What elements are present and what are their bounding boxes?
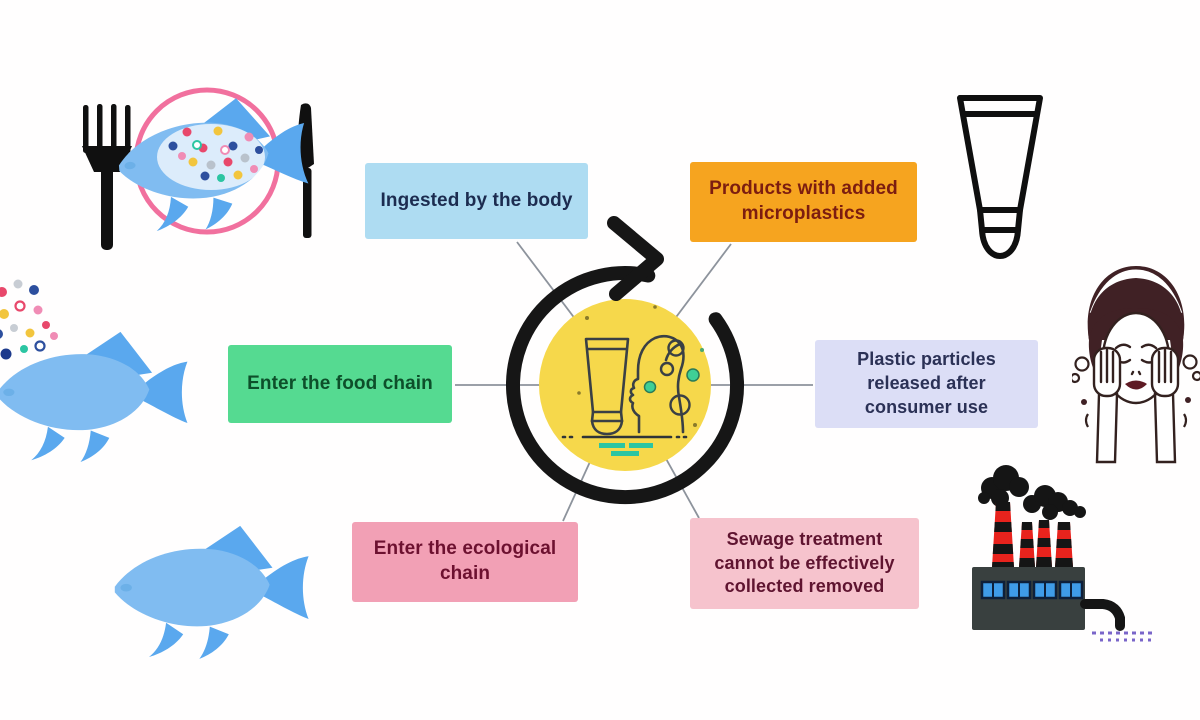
node-label: Sewage treatment cannot be effectively c… — [714, 528, 895, 597]
bubble-icons — [1072, 354, 1200, 428]
fish-icon — [114, 525, 309, 659]
center-circle — [539, 299, 711, 471]
node-label: Enter the ecological chain — [373, 538, 557, 584]
factory-icon — [972, 465, 1156, 642]
node-plastic-particles-released: Plastic particles released after consume… — [815, 340, 1038, 428]
microplastic-dots — [168, 126, 263, 182]
node-sewage-treatment: Sewage treatment cannot be effectively c… — [690, 518, 919, 609]
microplastic-dots — [0, 279, 58, 360]
node-label: Products with added microplastics — [709, 178, 898, 224]
node-products-with-microplastics: Products with added microplastics — [690, 162, 917, 242]
node-label: Enter the food chain — [247, 372, 433, 394]
cycle-arrow-icon — [506, 216, 744, 505]
sewage-water-icon — [1092, 631, 1156, 642]
node-ingested-by-body: Ingested by the body — [365, 163, 588, 239]
smoke-icon — [978, 465, 1086, 520]
node-label: Ingested by the body — [380, 189, 573, 211]
chimney-icons — [992, 502, 1073, 567]
fork-icon — [82, 104, 132, 250]
cosmetic-tube-icon — [957, 95, 1043, 259]
fish-eating-microplastics-icon — [0, 279, 188, 463]
fish-on-plate-icon — [82, 87, 314, 250]
woman-washing-face-icon — [1072, 266, 1200, 464]
knife-icon — [297, 103, 314, 238]
node-enter-food-chain: Enter the food chain — [228, 345, 452, 423]
speck-dots — [577, 305, 704, 427]
window-icons — [980, 580, 1084, 600]
cosmetics-tube-and-face-icon — [584, 334, 691, 436]
node-label: Plastic particles released after consume… — [857, 349, 996, 417]
discharge-pipe-icon — [1080, 599, 1125, 631]
cycle-center — [506, 216, 744, 505]
node-enter-ecological-chain: Enter the ecological chain — [352, 522, 578, 602]
